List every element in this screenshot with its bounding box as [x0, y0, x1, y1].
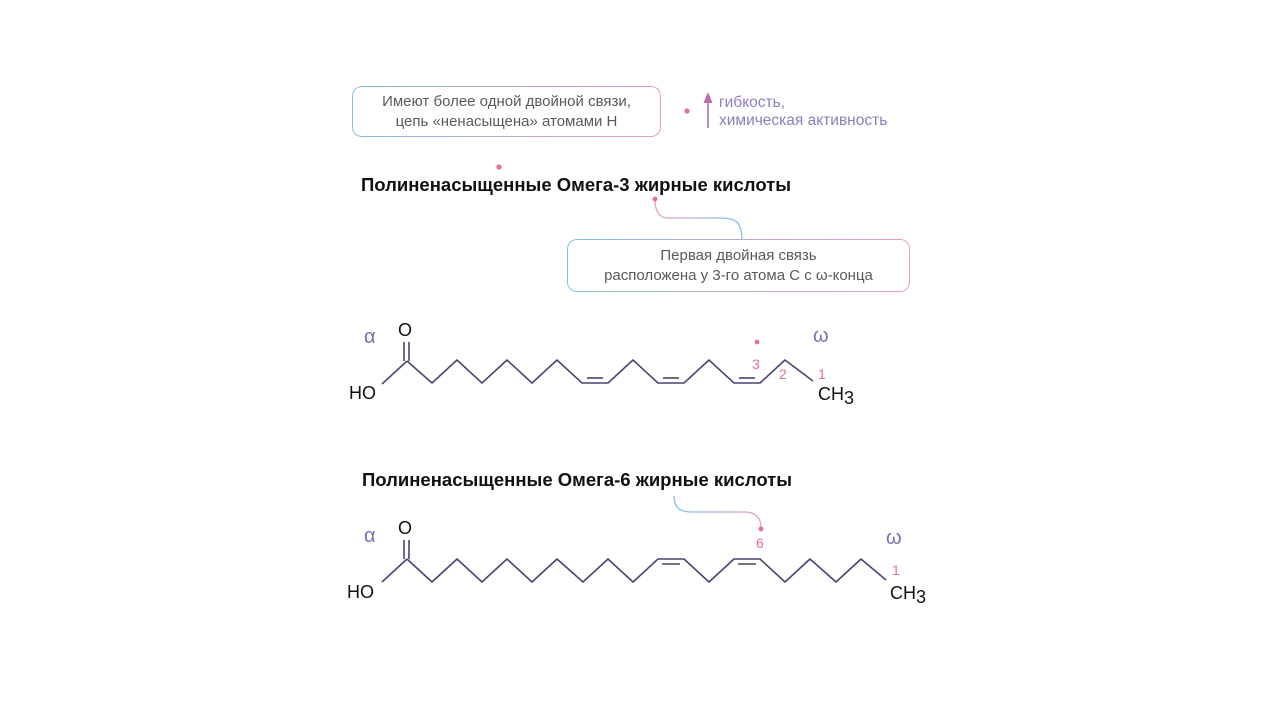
omega3-position-3: 3 [752, 356, 760, 372]
methyl-subscript: 3 [916, 587, 927, 607]
properties-note: гибкость, химическая активность [719, 94, 887, 130]
omega6-alpha-label: α [364, 525, 376, 547]
omega6-methyl: CH3 [890, 583, 927, 607]
omega6-skeleton [381, 540, 887, 583]
omega6-c6-connector [673, 495, 764, 532]
omega3-first-double-bond-callout: Первая двойная связь расположена у 3-го … [567, 239, 910, 292]
omega6-omega-label: ω [886, 527, 902, 549]
omega3-methyl: CH3 [818, 384, 855, 408]
omega3-oxygen: O [398, 320, 413, 340]
omega6-title: Полиненасыщенные Омега-6 жирные кислоты [362, 469, 793, 490]
omega3-title: Полиненасыщенные Омега-3 жирные кислоты [361, 174, 792, 195]
up-arrow-icon [703, 92, 713, 128]
omega3-position-2: 2 [779, 366, 787, 382]
callout-line-2: расположена у 3-го атома С с ω-конца [604, 266, 873, 284]
note-line-2: химическая активность [719, 112, 888, 129]
omega3-c3-connector [754, 292, 760, 345]
omega6-position-1: 1 [892, 562, 900, 578]
callout-line-1: Первая двойная связь [660, 246, 817, 264]
unsaturated-definition-callout: Имеют более одной двойной связи, цепь «н… [352, 86, 661, 137]
methyl-subscript: 3 [844, 388, 855, 408]
callout-line-2: цепь «ненасыщена» атомами Н [395, 112, 618, 130]
omega6-hydroxyl: HO [347, 582, 374, 602]
omega3-hydroxyl: HO [349, 383, 376, 403]
omega6-oxygen: O [398, 518, 413, 538]
top-callout-connector [496, 137, 502, 170]
methyl-ch: CH [818, 384, 844, 404]
omega3-title-connector [652, 196, 743, 241]
omega3-position-1: 1 [818, 366, 826, 382]
callout-line-1: Имеют более одной двойной связи, [382, 92, 631, 110]
omega3-omega-label: ω [813, 325, 829, 347]
omega3-skeleton [381, 342, 814, 385]
methyl-ch: CH [890, 583, 916, 603]
omega3-alpha-label: α [364, 326, 376, 348]
note-line-1: гибкость, [719, 94, 785, 111]
omega6-position-6: 6 [756, 535, 764, 551]
side-note-connector [661, 108, 690, 114]
